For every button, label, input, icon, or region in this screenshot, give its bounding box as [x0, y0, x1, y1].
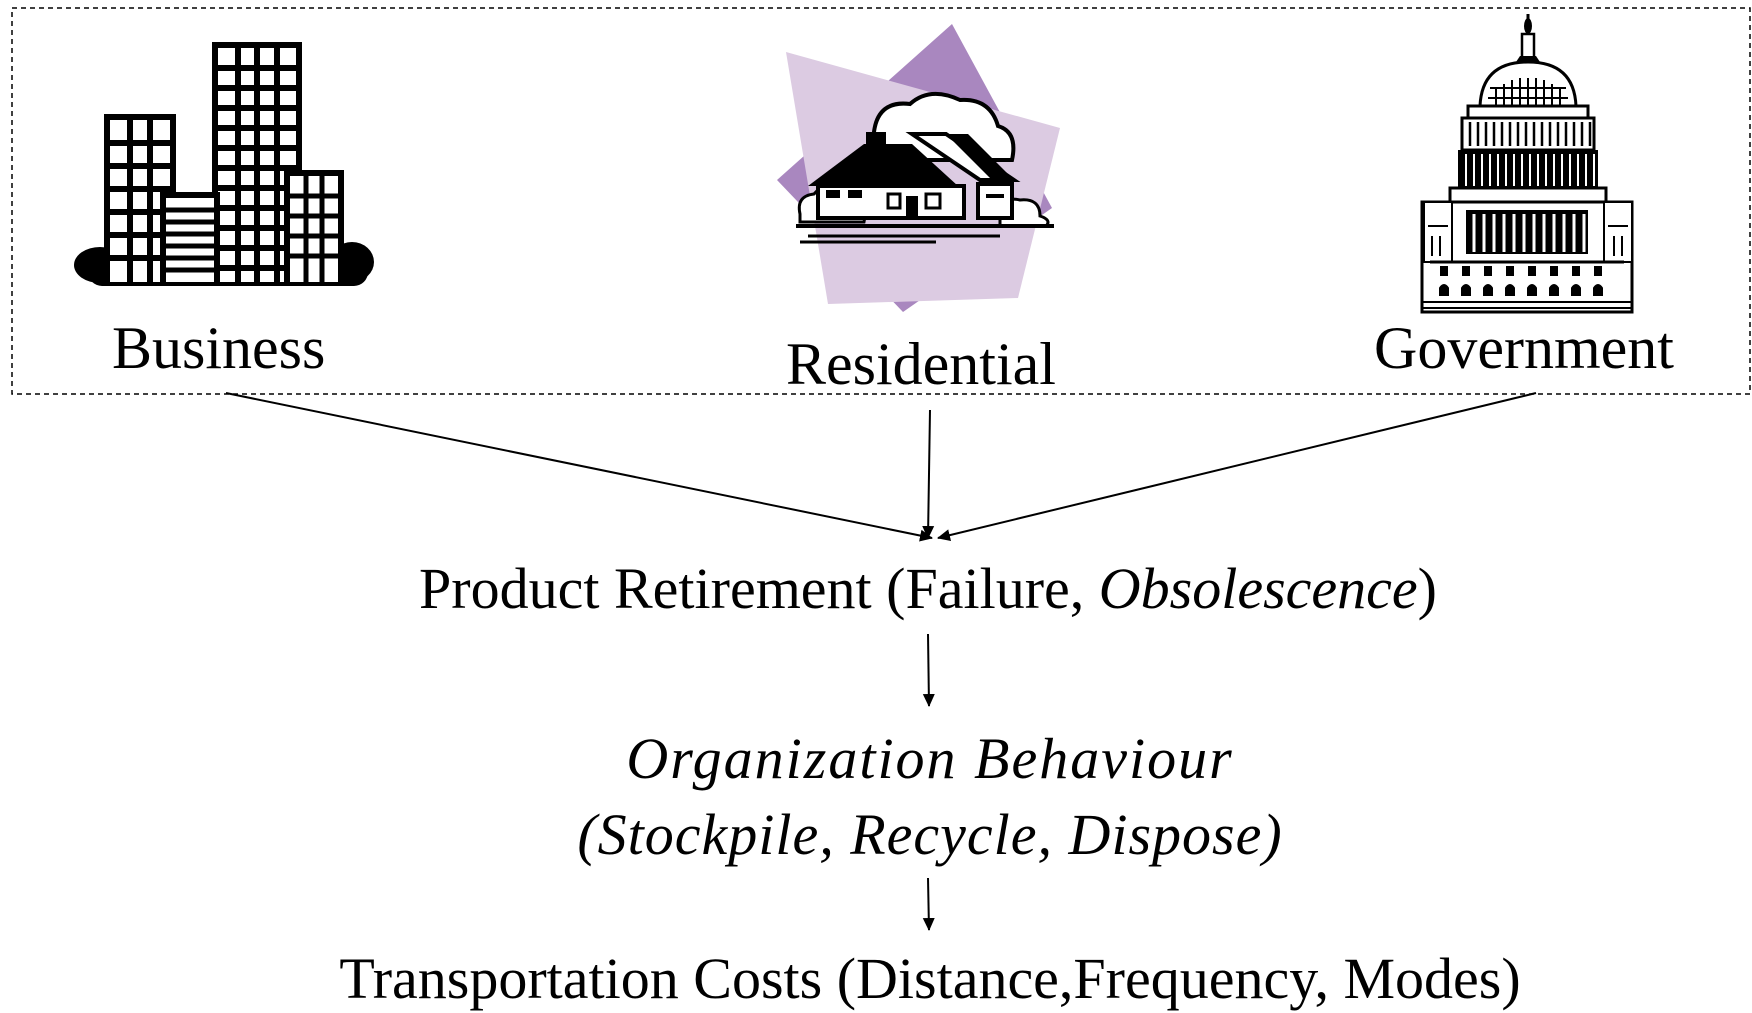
product-retirement-node: Product Retirement (Failure, Obsolescenc…	[419, 554, 1437, 624]
arrow-residential-to-retirement	[922, 409, 935, 539]
arrow-retirement-to-behaviour	[922, 633, 935, 707]
business-label: Business	[112, 315, 326, 381]
arrow-business-to-retirement	[225, 392, 933, 542]
capitol-building-icon	[1420, 14, 1634, 314]
government-label: Government	[1374, 315, 1674, 381]
transportation-costs-node: Transportation Costs (Distance,Frequency…	[339, 946, 1521, 1011]
office-buildings-icon	[74, 42, 374, 286]
retirement-obsolescence: Obsolescence	[1098, 556, 1418, 621]
arrow-behaviour-to-transport	[922, 877, 935, 931]
house-icon	[777, 24, 1060, 312]
arrow-government-to-retirement	[937, 392, 1537, 542]
retirement-closing: )	[1417, 556, 1437, 621]
residential-label: Residential	[786, 331, 1056, 397]
sources-group-box	[11, 7, 1751, 395]
retirement-text: Product Retirement (Failure,	[419, 556, 1099, 621]
organization-behaviour-title: Organization Behaviour	[626, 726, 1234, 791]
organization-behaviour-options: (Stockpile, Recycle, Dispose)	[577, 802, 1283, 867]
